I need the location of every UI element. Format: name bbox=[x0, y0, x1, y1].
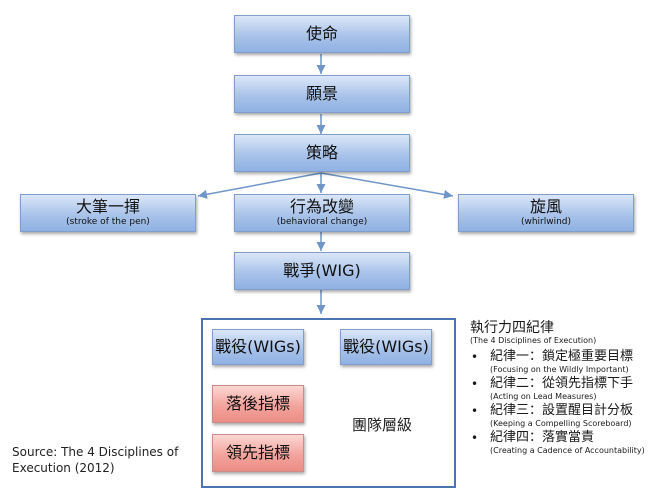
node-behavior-label: 行為改變 bbox=[289, 197, 354, 216]
discipline-zh: 紀律二：從領先指標下手 bbox=[490, 376, 634, 391]
node-lead-measures: 領先指標 bbox=[212, 434, 304, 472]
discipline-en: (Keeping a Compelling Scoreboard) bbox=[490, 419, 632, 428]
node-behavioral-change: 行為改變 (behavioral change) bbox=[234, 194, 410, 232]
disciplines-list: • 紀律一：鎖定極重要目標 (Focusing on the Wildly Im… bbox=[470, 349, 660, 456]
discipline-zh: 紀律一：鎖定極重要目標 bbox=[490, 349, 634, 364]
node-vision-label: 願景 bbox=[305, 84, 338, 103]
node-wig: 戰爭(WIG) bbox=[234, 252, 410, 290]
node-strategy-label: 策略 bbox=[305, 143, 338, 162]
bullet-icon: • bbox=[471, 377, 479, 391]
node-stroke-label: 大筆一揮 bbox=[75, 197, 140, 216]
node-strategy: 策略 bbox=[234, 134, 410, 172]
arrow-strategy-stroke bbox=[197, 172, 322, 199]
disciplines-panel: 執行力四紀律 (The 4 Disciplines of Execution) … bbox=[470, 320, 660, 457]
disciplines-title-en: (The 4 Disciplines of Execution) bbox=[470, 336, 597, 345]
bullet-icon: • bbox=[471, 350, 479, 364]
node-mission: 使命 bbox=[234, 15, 410, 53]
node-whirlwind-label: 旋風 bbox=[529, 197, 562, 216]
bullet-icon: • bbox=[471, 431, 479, 445]
team-level-label: 團隊層級 bbox=[352, 416, 413, 434]
discipline-zh: 紀律四：落實當責 bbox=[490, 430, 595, 445]
node-lag-measures: 落後指標 bbox=[212, 385, 304, 423]
node-mission-label: 使命 bbox=[305, 24, 338, 43]
discipline-en: (Creating a Cadence of Accountability) bbox=[490, 446, 645, 455]
bullet-icon: • bbox=[471, 404, 479, 418]
discipline-item: • 紀律二：從領先指標下手 (Acting on Lead Measures) bbox=[470, 376, 660, 402]
node-vision: 願景 bbox=[234, 75, 410, 113]
discipline-item: • 紀律三：設置醒目計分板 (Keeping a Compelling Scor… bbox=[470, 403, 660, 429]
discipline-en: (Acting on Lead Measures) bbox=[490, 392, 597, 401]
node-lag-label: 落後指標 bbox=[225, 394, 290, 413]
node-battle-left-label: 戰役(WIGs) bbox=[215, 337, 301, 356]
node-battle-right: 戰役(WIGs) bbox=[340, 329, 432, 365]
node-whirlwind-sub: (whirlwind) bbox=[520, 217, 572, 227]
node-battle-right-label: 戰役(WIGs) bbox=[343, 337, 429, 356]
node-wig-label: 戰爭(WIG) bbox=[283, 261, 361, 280]
arrow-strategy-whirlwind bbox=[320, 172, 454, 199]
source-citation: Source: The 4 Disciplines of Execution (… bbox=[12, 445, 179, 475]
node-lead-label: 領先指標 bbox=[225, 443, 290, 462]
disciplines-title: 執行力四紀律 bbox=[470, 320, 554, 336]
node-stroke-sub: (stroke of the pen) bbox=[66, 217, 150, 227]
discipline-item: • 紀律四：落實當責 (Creating a Cadence of Accoun… bbox=[470, 430, 660, 456]
node-stroke-of-pen: 大筆一揮 (stroke of the pen) bbox=[20, 194, 196, 232]
discipline-item: • 紀律一：鎖定極重要目標 (Focusing on the Wildly Im… bbox=[470, 349, 660, 375]
discipline-en: (Focusing on the Wildly Important) bbox=[490, 365, 629, 374]
discipline-zh: 紀律三：設置醒目計分板 bbox=[490, 403, 634, 418]
node-behavior-sub: (behavioral change) bbox=[276, 217, 368, 227]
node-whirlwind: 旋風 (whirlwind) bbox=[458, 194, 634, 232]
node-battle-left: 戰役(WIGs) bbox=[212, 329, 304, 365]
